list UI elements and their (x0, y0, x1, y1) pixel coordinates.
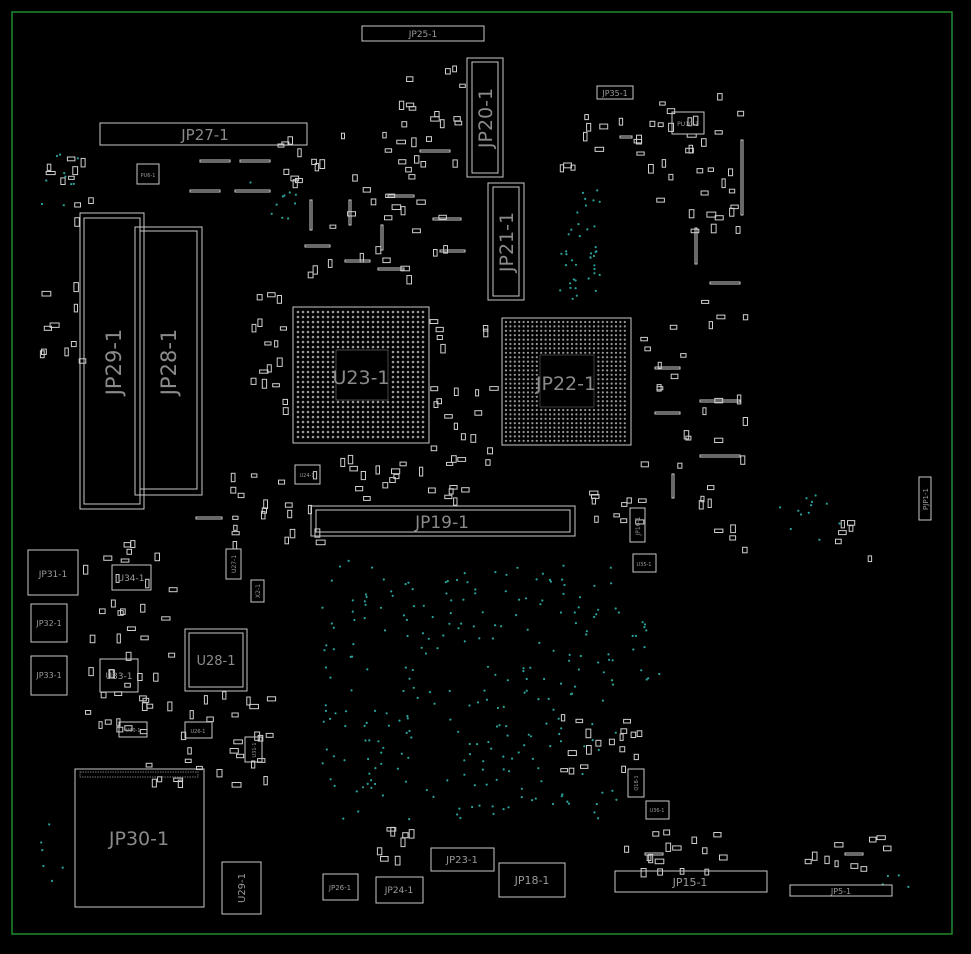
jp29-label: JP29-1 (102, 329, 126, 398)
jp25-label: JP25-1 (408, 30, 438, 40)
jp15-connector[interactable]: JP15-1 (614, 870, 768, 893)
u35-chip[interactable]: U35-1 (632, 553, 657, 573)
x2-label: X2-1 (255, 584, 262, 598)
u26-chip[interactable]: U26-1 (184, 721, 213, 739)
jp20-label: JP20-1 (475, 88, 497, 149)
jp33-connector[interactable]: JP33-1 (30, 655, 68, 696)
u34-label: U34-1 (117, 574, 144, 584)
jp16-label: JP16-1 (635, 516, 642, 536)
jp23-connector[interactable]: JP23-1 (430, 847, 495, 872)
jp33-label: JP33-1 (35, 671, 61, 680)
q18-part[interactable]: Q18-1 (627, 768, 645, 798)
jp21-connector[interactable]: JP21-1 (487, 182, 525, 301)
jp28-slot[interactable]: JP28-1 (134, 226, 203, 496)
u27-chip[interactable]: U27-1 (225, 548, 242, 580)
u26-label: U26-1 (190, 729, 205, 735)
jp18-connector[interactable]: JP18-1 (498, 862, 566, 898)
u28-label: U28-1 (196, 654, 235, 669)
jp27-label: JP27-1 (180, 126, 229, 144)
u23-label: U23-1 (332, 367, 389, 389)
jp31-connector[interactable]: JP31-1 (27, 549, 79, 596)
u35-label: U35-1 (636, 562, 651, 568)
u33-label: U33-1 (105, 672, 132, 682)
jp30-connector[interactable]: JP30-1 (74, 768, 205, 908)
u29-label: U29-1 (237, 873, 248, 903)
u33-chip[interactable]: U33-1 (99, 658, 139, 693)
u36-chip[interactable]: U36-1 (645, 800, 670, 820)
jp25-connector[interactable]: JP25-1 (361, 25, 485, 42)
jp22-label: JP22-1 (535, 373, 596, 395)
jp16-connector[interactable]: JP16-1 (629, 507, 646, 543)
u36-label: U36-1 (649, 808, 664, 814)
pu10-label: PU10-1 (677, 121, 699, 128)
x2-crystal[interactable]: X2-1 (250, 579, 265, 603)
pu6-part[interactable]: PU6-1 (136, 163, 160, 185)
jp20-connector[interactable]: JP20-1 (466, 57, 504, 178)
jp23-label: JP23-1 (445, 855, 478, 866)
u24-label: U24-1 (299, 473, 314, 479)
jp28-label: JP28-1 (157, 329, 181, 398)
u30-chip[interactable]: U30-1 (118, 721, 148, 738)
jp26-connector[interactable]: JP26-1 (322, 873, 359, 901)
jp19-label: JP19-1 (414, 513, 469, 533)
pads-and-vias (39, 65, 910, 889)
pu10-part[interactable]: PU10-1 (671, 111, 705, 135)
jp30-label: JP30-1 (108, 828, 169, 850)
jp22-socket[interactable]: JP22-1 (501, 317, 632, 446)
q18-label: Q18-1 (634, 775, 640, 790)
u24-chip[interactable]: U24-1 (294, 464, 321, 485)
u34-chip[interactable]: U34-1 (111, 564, 152, 591)
jp5-connector[interactable]: JP5-1 (789, 884, 893, 897)
jp24-label: JP24-1 (384, 886, 414, 896)
pu6-label: PU6-1 (141, 173, 156, 179)
u30-label: U30-1 (125, 728, 140, 734)
jp31-label: JP31-1 (38, 570, 68, 580)
jp18-label: JP18-1 (514, 874, 550, 887)
board-outline (11, 11, 953, 935)
jp32-connector[interactable]: JP32-1 (30, 603, 68, 643)
u29-chip[interactable]: U29-1 (221, 861, 262, 915)
u31-chip[interactable]: U31-1 (244, 736, 263, 763)
u28-chip[interactable]: U28-1 (184, 628, 248, 692)
u23-chip[interactable]: U23-1 (292, 306, 430, 444)
jp24-connector[interactable]: JP24-1 (375, 876, 424, 904)
pjp1-label: PJP1-1 (922, 488, 930, 510)
jp15-label: JP15-1 (672, 876, 708, 889)
u27-label: U27-1 (231, 555, 238, 573)
jp19-connector[interactable]: JP19-1 (310, 505, 576, 537)
pjp1-jumper[interactable]: PJP1-1 (918, 476, 932, 521)
jp26-label: JP26-1 (328, 884, 351, 892)
jp29-slot[interactable]: JP29-1 (79, 212, 145, 510)
jp32-label: JP32-1 (35, 619, 61, 628)
jp35-connector[interactable]: JP35-1 (596, 85, 634, 100)
jp21-label: JP21-1 (496, 212, 518, 273)
jp27-connector[interactable]: JP27-1 (99, 122, 308, 146)
u31-label: U31-1 (252, 742, 258, 757)
jp5-label: JP5-1 (830, 887, 851, 896)
jp35-label: JP35-1 (601, 89, 627, 98)
